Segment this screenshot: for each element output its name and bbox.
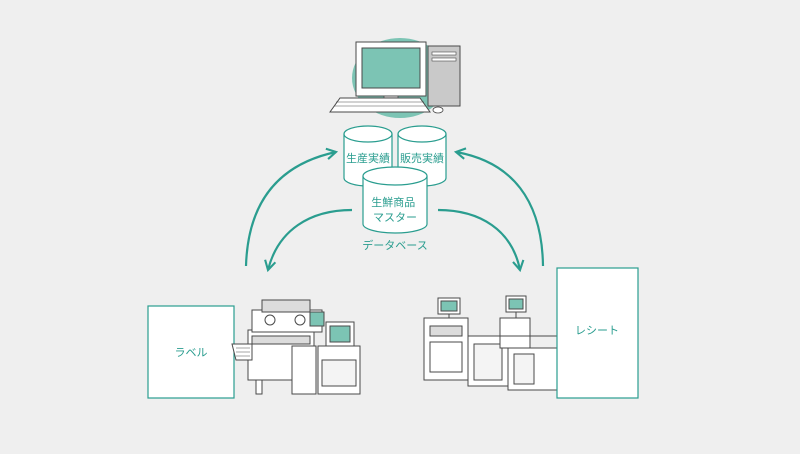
cylinder-label-sales: 販売実績 xyxy=(400,151,444,165)
cylinder-label-production: 生産実績 xyxy=(346,151,390,165)
label-box-text: ラベル xyxy=(175,346,208,359)
database-caption: データベース xyxy=(362,238,427,252)
arrow-receipt-to-database xyxy=(453,147,545,267)
label-output-box: ラベル xyxy=(147,305,235,399)
receipt-output-box: レシート xyxy=(556,267,639,399)
receipt-box-text: レシート xyxy=(575,324,619,337)
arrow-database-to-receipt xyxy=(437,208,525,273)
label-printer-machine-icon xyxy=(231,299,361,395)
arrow-label-to-database xyxy=(244,147,339,267)
flow-arrows xyxy=(244,147,545,273)
arrow-database-to-label xyxy=(264,208,353,273)
desktop-computer-icon xyxy=(329,38,461,118)
database-cylinder-master: 生鮮商品 マスター xyxy=(362,166,428,234)
pos-register-icon xyxy=(423,295,559,391)
cylinder-label-master: 生鮮商品 マスター xyxy=(371,195,419,224)
